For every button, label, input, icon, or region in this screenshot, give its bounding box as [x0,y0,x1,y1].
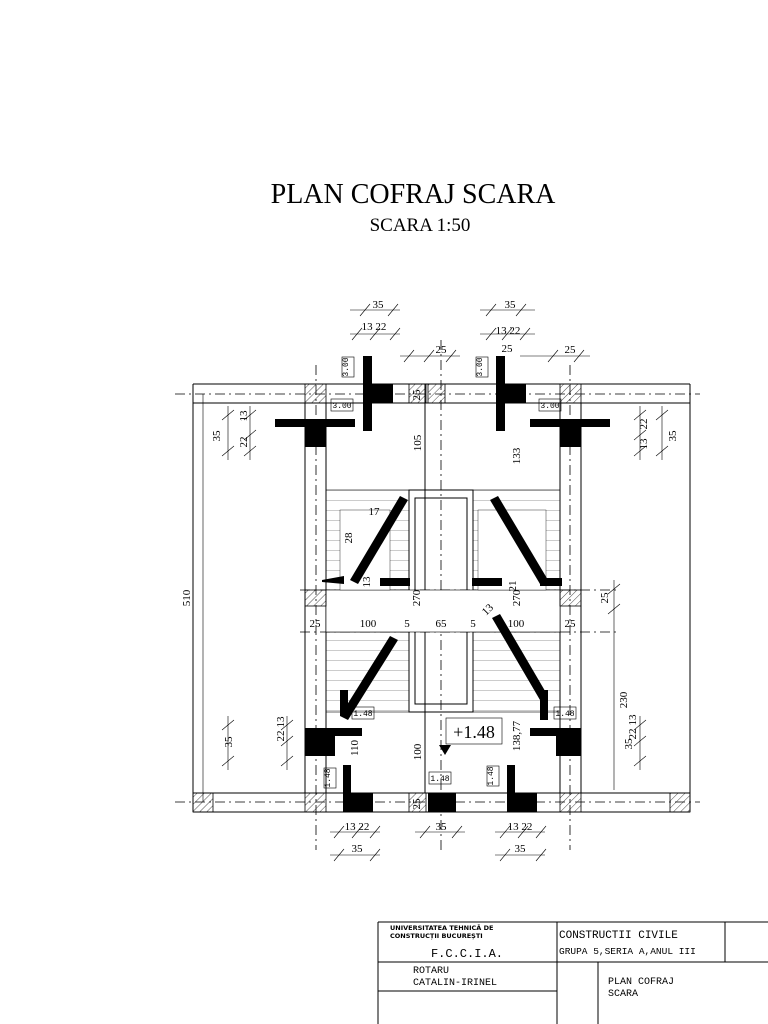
title-block: UNIVERSITATEA TEHNICĂ DE CONSTRUCȚII BUC… [377,921,768,1024]
dim-left-22: 22 [275,731,287,742]
level-mark: +1.48 [453,722,495,742]
dim-v-110: 110 [349,739,361,756]
dim-bottom-35: 35 [515,843,527,855]
level-tag: 1.48 [430,775,449,784]
dim-v-138-77: 138,77 [511,720,523,751]
tb-faculty: F.C.C.I.A. [431,947,503,961]
dim-riser-13: 13 [361,576,373,588]
tb-author-line1: ROTARU [413,966,449,977]
dim-top-13-22: 13 22 [362,321,387,333]
dim-v-25: 25 [411,798,423,810]
dim-bottom-13-22: 13 22 [508,821,533,833]
tb-sheet-line1: PLAN COFRAJ [608,977,674,988]
dim-bottom-35: 35 [352,843,364,855]
level-tag: 3.00 [476,357,485,376]
tb-sheet-line2: SCARA [608,989,638,1000]
dim-left-22: 22 [238,437,250,448]
dim-v-25: 25 [599,592,611,604]
dim-h-100: 100 [508,618,525,630]
dim-right-13: 13 [627,714,639,726]
level-tag: 3.00 [342,357,351,376]
tb-university-line1: UNIVERSITATEA TEHNICĂ DE [390,923,493,932]
dim-left-35: 35 [211,430,223,442]
dim-right-35: 35 [623,738,635,750]
dim-v-133: 133 [511,447,523,464]
dim-top-25: 25 [565,344,577,356]
tb-author-line2: CATALIN-IRINEL [413,978,497,989]
drawing-scale: SCARA 1:50 [370,215,471,236]
dim-h-25: 25 [310,618,322,630]
level-tag: 1.48 [324,768,333,787]
dim-top-35: 35 [505,299,517,311]
dim-riser-17: 17 [369,506,381,518]
plan-drawing: +1.48 3.00 3.00 3.00 3.00 1.48 1.48 1.48… [175,299,700,862]
level-tag: 3.00 [332,402,351,411]
dim-v-270: 270 [411,589,423,606]
dim-top-35: 35 [373,299,385,311]
dim-v-230: 230 [618,691,630,708]
dim-h-100: 100 [360,618,377,630]
drawing-title: PLAN COFRAJ SCARA [271,179,557,210]
dim-v-270: 270 [511,589,523,606]
dim-right-21: 21 [507,581,519,592]
dim-left-13: 13 [275,716,287,728]
level-tag: 3.00 [540,402,559,411]
level-tag: 1.48 [353,710,372,719]
dim-v-25: 25 [411,389,423,401]
level-tag: 1.48 [487,766,496,785]
dim-h-65: 65 [436,618,448,630]
dim-v-100: 100 [412,743,424,760]
dim-tread-28: 28 [343,532,355,544]
tb-department: CONSTRUCTII CIVILE [559,930,678,942]
dim-bottom-35: 35 [436,821,448,833]
dim-top-25: 25 [436,344,448,356]
dim-h-25: 25 [565,618,577,630]
dim-bottom-13-22: 13 22 [345,821,370,833]
dim-right-22: 22 [638,419,650,430]
dim-v-105: 105 [412,434,424,451]
dim-top-25: 25 [502,343,514,355]
level-tag: 1.48 [555,710,574,719]
dim-h-5: 5 [404,618,410,630]
dim-left-13: 13 [238,410,250,422]
dim-left-35: 35 [223,736,235,748]
dim-right-13: 13 [638,438,650,450]
dim-top-13-22: 13 22 [496,325,521,337]
tb-group: GRUPA 5,SERIA A,ANUL III [559,946,696,957]
dim-overall-510: 510 [181,589,193,606]
tb-university-line2: CONSTRUCȚII BUCUREȘTI [390,932,483,941]
dim-right-35: 35 [667,430,679,442]
dim-right-22: 22 [627,729,639,740]
dim-h-5: 5 [470,618,476,630]
